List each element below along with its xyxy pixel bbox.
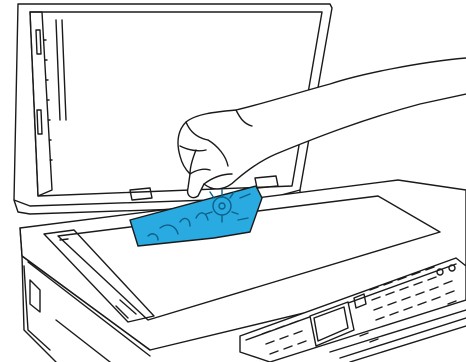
illustration-stage	[0, 0, 466, 362]
scanner-illustration-icon	[0, 0, 466, 362]
